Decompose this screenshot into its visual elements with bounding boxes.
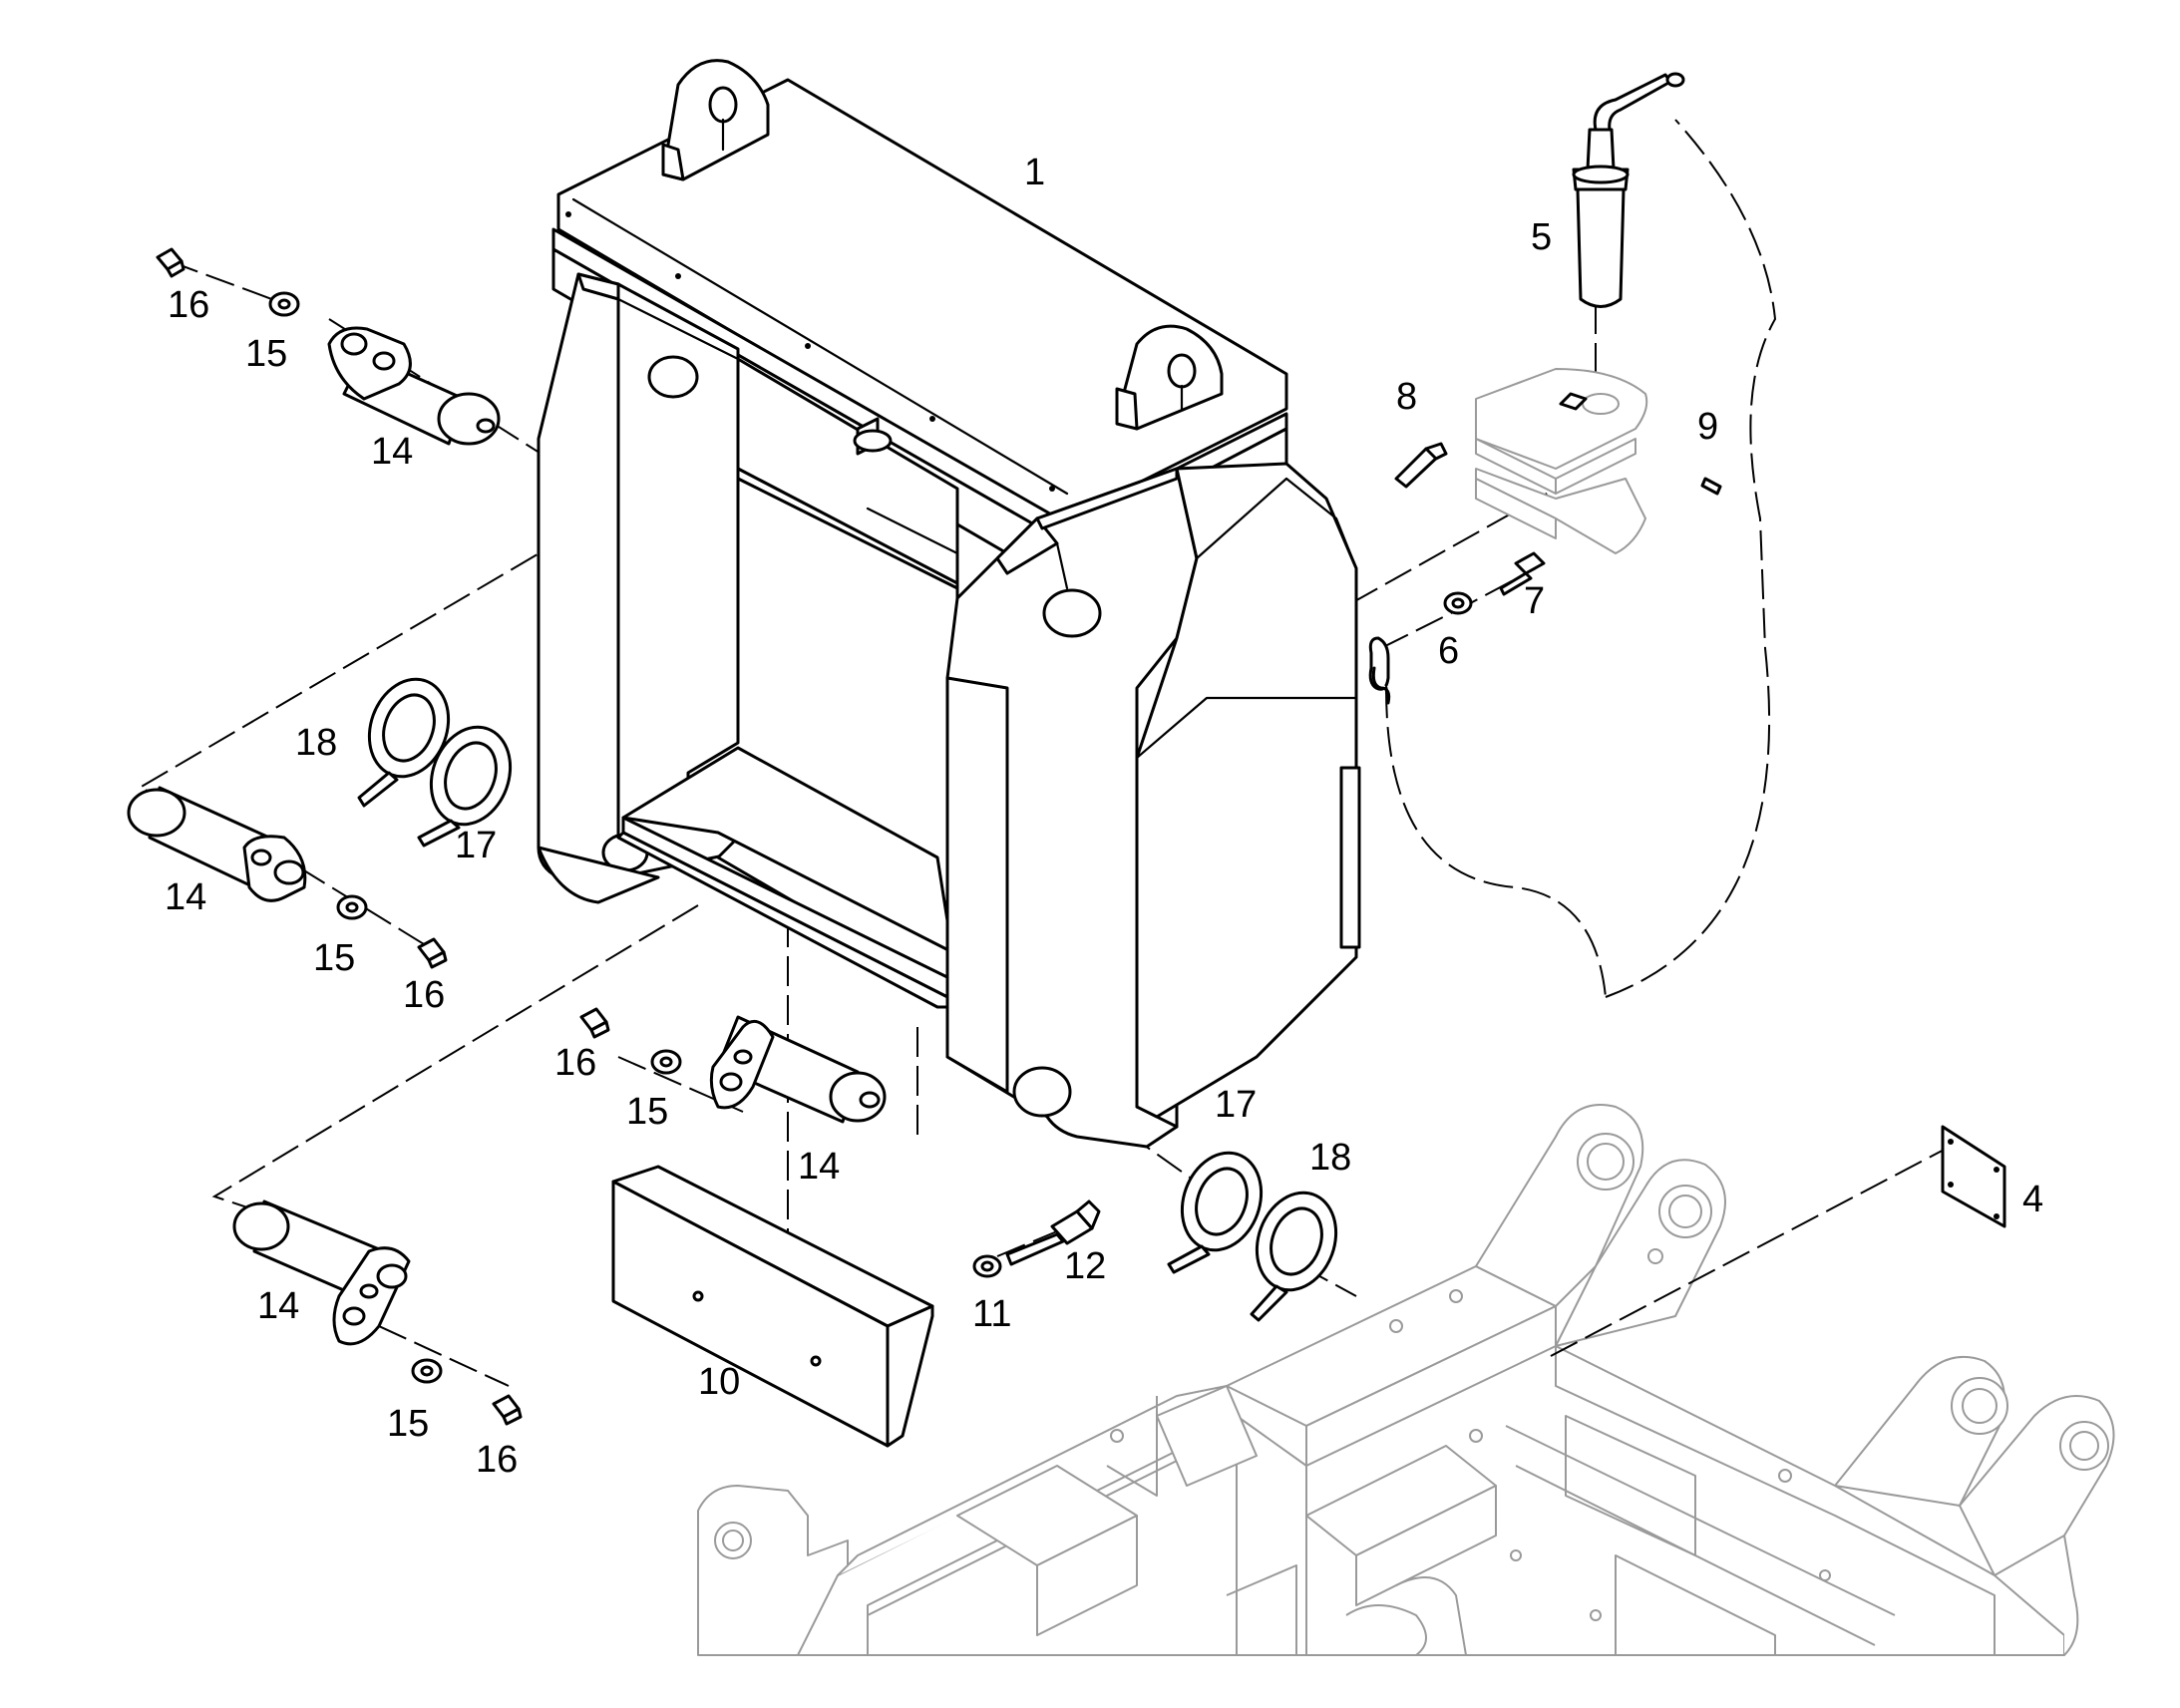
callout-4: 4 bbox=[2022, 1179, 2043, 1220]
callout-15-c: 15 bbox=[626, 1091, 668, 1133]
washer-part-6 bbox=[1443, 591, 1473, 615]
chain-link bbox=[1368, 636, 1391, 705]
bolt-part-16-d bbox=[492, 1394, 523, 1426]
pin-part-14-bottom-left bbox=[232, 1199, 411, 1346]
callout-16-b: 16 bbox=[403, 974, 445, 1016]
latch-bracket bbox=[1475, 368, 1648, 554]
callout-16-a: 16 bbox=[168, 284, 209, 326]
lock-pin-part-5 bbox=[1572, 72, 1685, 308]
callout-14-top-left: 14 bbox=[371, 431, 413, 473]
main-frame-part-1 bbox=[537, 59, 1361, 1149]
ring-part-17-right bbox=[1167, 1151, 1264, 1274]
callout-6: 6 bbox=[1438, 630, 1459, 672]
callout-8: 8 bbox=[1396, 376, 1417, 418]
callout-18-right: 18 bbox=[1309, 1137, 1351, 1179]
callout-10: 10 bbox=[698, 1361, 740, 1403]
chassis-frame-background bbox=[697, 1104, 2115, 1656]
washer-part-11 bbox=[972, 1254, 1002, 1278]
callout-12: 12 bbox=[1064, 1245, 1106, 1287]
callout-1: 1 bbox=[1024, 152, 1045, 193]
callout-14-bottom-left: 14 bbox=[257, 1285, 299, 1327]
ring-part-18-left bbox=[357, 677, 451, 808]
pin-part-14-top-left bbox=[327, 326, 501, 446]
callout-7: 7 bbox=[1524, 580, 1545, 622]
callout-18-left: 18 bbox=[295, 722, 337, 764]
angle-bracket-part-10 bbox=[611, 1165, 934, 1448]
callout-17-right: 17 bbox=[1215, 1084, 1257, 1126]
callout-16-d: 16 bbox=[476, 1439, 518, 1481]
washer-part-15-b bbox=[336, 894, 368, 920]
screw-part-7 bbox=[1499, 551, 1546, 596]
bolt-part-16-a bbox=[156, 247, 185, 278]
spring-pin-part-9 bbox=[1700, 477, 1722, 496]
pin-part-14-center bbox=[709, 1015, 887, 1124]
callout-17-left: 17 bbox=[455, 825, 497, 866]
callout-16-c: 16 bbox=[554, 1042, 596, 1084]
pin-part-14-middle-left bbox=[127, 786, 307, 902]
callout-11: 11 bbox=[972, 1293, 1011, 1335]
callout-15-d: 15 bbox=[387, 1403, 429, 1445]
washer-part-15-d bbox=[411, 1358, 443, 1384]
bolt-part-16-b bbox=[417, 937, 448, 969]
catch-part-8 bbox=[1394, 442, 1448, 489]
washer-part-15-c bbox=[650, 1049, 682, 1075]
ring-part-17-left bbox=[417, 725, 513, 848]
washer-part-15-a bbox=[268, 291, 300, 317]
ring-part-18-right bbox=[1250, 1191, 1338, 1322]
callout-14-center: 14 bbox=[798, 1146, 840, 1188]
bolt-part-16-c bbox=[579, 1007, 610, 1039]
callout-labels: 1 4 5 6 7 8 9 10 11 12 14 14 14 14 15 15… bbox=[165, 152, 2043, 1481]
callout-15-b: 15 bbox=[313, 937, 355, 979]
callout-5: 5 bbox=[1531, 216, 1552, 258]
callout-9: 9 bbox=[1697, 406, 1718, 448]
callout-15-a: 15 bbox=[245, 333, 287, 375]
cover-plate-part-4 bbox=[1941, 1125, 2006, 1228]
bolt-part-12 bbox=[1005, 1199, 1101, 1266]
callout-14-middle-left: 14 bbox=[165, 876, 206, 918]
